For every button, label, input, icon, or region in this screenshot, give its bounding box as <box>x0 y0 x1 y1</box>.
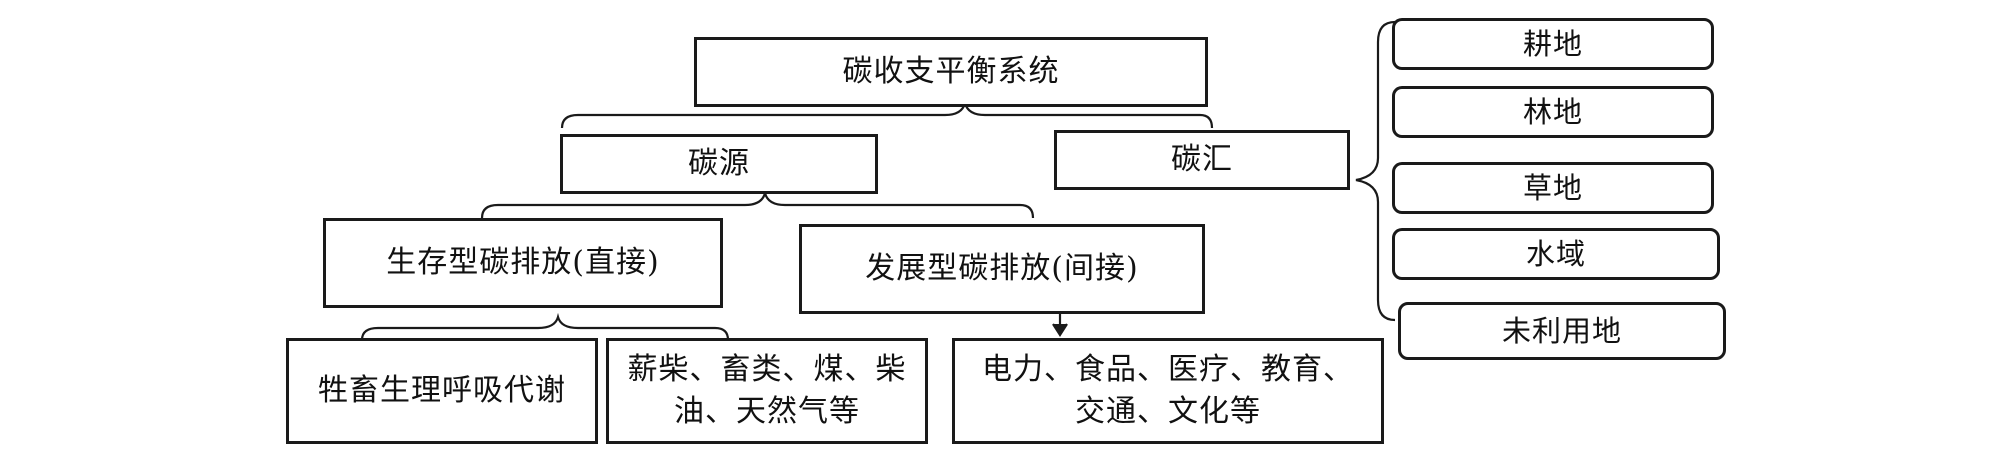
sink-item-water-label: 水域 <box>1525 237 1586 271</box>
sink-item-unused-land: 未利用地 <box>1398 302 1726 360</box>
survival-emission-label: 生存型碳排放(直接) <box>386 245 660 280</box>
carbon-source-label: 碳源 <box>688 146 750 181</box>
sink-item-cropland-label: 耕地 <box>1522 27 1583 61</box>
sink-item-forest: 林地 <box>1392 86 1714 138</box>
development-emission-label: 发展型碳排放(间接) <box>865 251 1139 286</box>
sink-item-forest-label: 林地 <box>1522 95 1583 129</box>
fuel-combustion-node: 薪柴、畜类、煤、柴油、天然气等 <box>606 338 928 444</box>
root-label: 碳收支平衡系统 <box>842 54 1060 89</box>
root-node: 碳收支平衡系统 <box>694 37 1208 107</box>
indirect-consumption-node: 电力、食品、医疗、教育、交通、文化等 <box>952 338 1384 444</box>
source-brace <box>480 192 1035 219</box>
survival-emission-node: 生存型碳排放(直接) <box>323 218 723 308</box>
sink-item-water: 水域 <box>1392 228 1720 280</box>
carbon-source-node: 碳源 <box>560 134 878 194</box>
sink-brace <box>1355 20 1396 322</box>
indirect-consumption-label: 电力、食品、医疗、教育、交通、文化等 <box>982 352 1354 429</box>
carbon-sink-label: 碳汇 <box>1171 142 1233 177</box>
fuel-combustion-label: 薪柴、畜类、煤、柴油、天然气等 <box>627 352 907 429</box>
livestock-metabolism-label: 牲畜生理呼吸代谢 <box>318 373 566 408</box>
sink-item-cropland: 耕地 <box>1392 18 1714 70</box>
sink-item-grassland-label: 草地 <box>1522 171 1583 205</box>
sink-item-unused-land-label: 未利用地 <box>1501 314 1622 348</box>
development-arrow-head <box>1052 323 1068 338</box>
livestock-metabolism-node: 牲畜生理呼吸代谢 <box>286 338 598 444</box>
development-emission-node: 发展型碳排放(间接) <box>799 224 1205 314</box>
carbon-sink-node: 碳汇 <box>1054 130 1350 190</box>
survival-brace <box>360 312 730 341</box>
sink-item-grassland: 草地 <box>1392 162 1714 214</box>
